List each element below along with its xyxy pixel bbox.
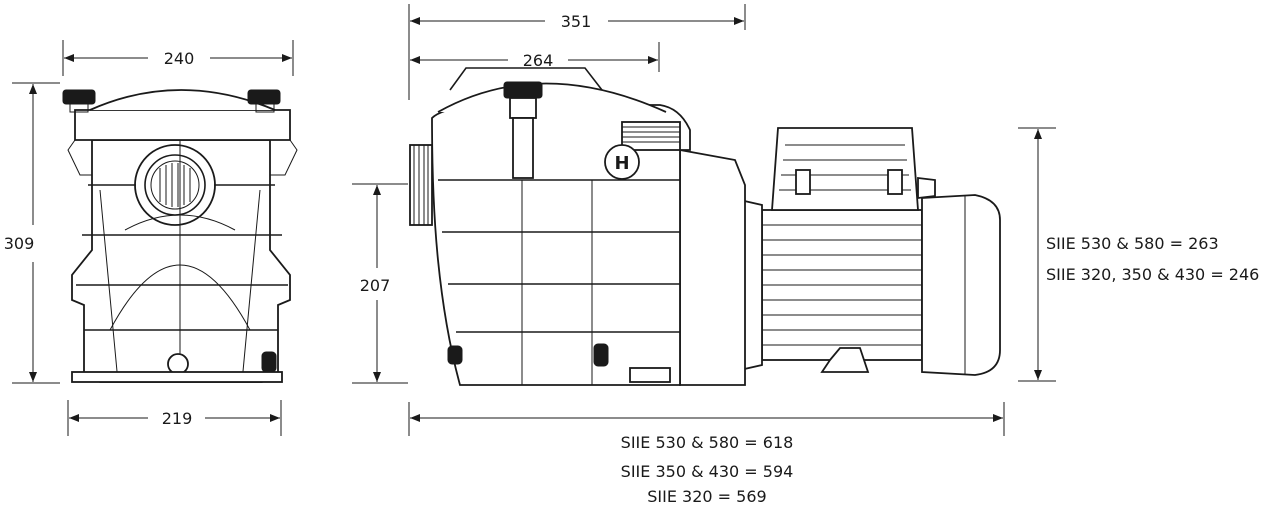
dimension-240: 240	[62, 40, 294, 76]
dimension-351: 351	[408, 4, 746, 100]
dim-label-total-length-3: SIIE 320 = 569	[647, 487, 766, 506]
dim-label-309: 309	[4, 234, 35, 253]
dimension-219: 219	[67, 400, 282, 436]
dim-label-219: 219	[162, 409, 193, 428]
pump-front-view	[62, 89, 298, 383]
dim-label-351: 351	[561, 12, 592, 31]
dim-label-total-length-2: SIIE 350 & 430 = 594	[621, 462, 794, 481]
pump-side-view: H	[409, 67, 1001, 386]
dimension-207: 207	[352, 183, 408, 384]
logo-mark-icon: H	[614, 153, 629, 174]
dim-label-240: 240	[164, 49, 195, 68]
dimension-motor-height: SIIE 530 & 580 = 263 SIIE 320, 350 & 430…	[1018, 127, 1259, 382]
dim-label-264: 264	[523, 51, 554, 70]
dim-label-207: 207	[360, 276, 391, 295]
dimension-309: 309	[4, 82, 60, 384]
dim-label-total-length-1: SIIE 530 & 580 = 618	[621, 433, 794, 452]
dim-label-motor-height-2: SIIE 320, 350 & 430 = 246	[1046, 265, 1259, 284]
dim-label-motor-height-1: SIIE 530 & 580 = 263	[1046, 234, 1219, 253]
dimension-total-length: SIIE 530 & 580 = 618 SIIE 350 & 430 = 59…	[408, 402, 1005, 506]
dimension-264: 264	[410, 42, 660, 72]
